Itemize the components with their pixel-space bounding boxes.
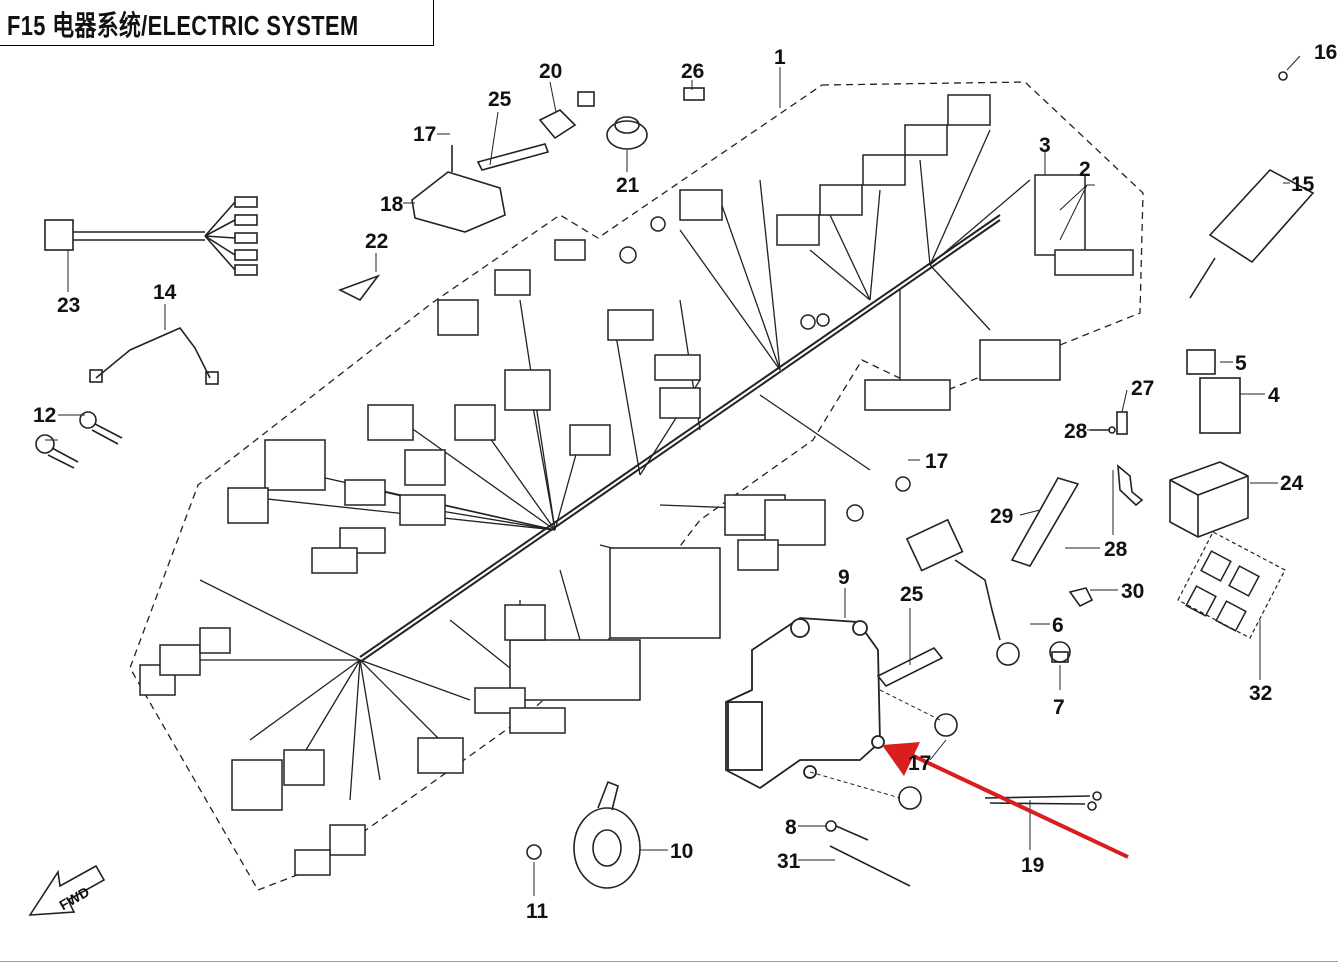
callout-17-top: 17 (413, 123, 436, 146)
part-26-connector (683, 87, 705, 101)
part-14-sensor-cable (89, 327, 219, 385)
part-21-socket (606, 116, 648, 150)
callout-23: 23 (57, 294, 80, 317)
main-harness-trunk (359, 214, 1001, 663)
part-32-label-sheet (1177, 531, 1286, 639)
callout-16: 16 (1314, 41, 1337, 64)
callout-6: 6 (1052, 614, 1064, 637)
part-19-wire (984, 791, 1102, 811)
fwd-arrow (28, 864, 106, 916)
callout-26: 26 (681, 60, 704, 83)
part-10-horn (573, 780, 641, 889)
callout-28-lower: 28 (1104, 538, 1128, 561)
part-12-bolts (35, 411, 123, 469)
part-23-cable (44, 196, 258, 276)
callout-15: 15 (1291, 173, 1315, 196)
part-25-strip (876, 646, 944, 688)
part-9-ecu (725, 617, 885, 790)
callout-9: 9 (838, 566, 850, 589)
callout-22: 22 (365, 230, 388, 253)
callout-31: 31 (777, 850, 801, 873)
part-25-strip-top (476, 143, 550, 171)
part-4-relay (1199, 377, 1241, 434)
part-5-fuse (1186, 349, 1216, 375)
callout-25-right: 25 (900, 583, 924, 606)
part-17-bolt-upper (934, 713, 958, 737)
callout-17-ecu: 17 (908, 752, 931, 775)
part-18-regulator (411, 171, 506, 233)
callout-32: 32 (1249, 682, 1272, 705)
page-title: F15 电器系统/ELECTRIC SYSTEM (7, 10, 359, 41)
red-indicator-arrow (882, 742, 1129, 859)
part-24-battery (1169, 461, 1249, 538)
callout-29: 29 (990, 505, 1013, 528)
callout-4: 4 (1268, 384, 1280, 407)
callout-17-mid: 17 (925, 450, 948, 473)
callout-10: 10 (670, 840, 693, 863)
bottom-divider (0, 961, 1338, 962)
parts-27-28-screws (1090, 411, 1128, 435)
part-17-bolt-lower (898, 786, 922, 810)
callout-1: 1 (774, 46, 786, 69)
ring-terminals (619, 216, 911, 522)
callout-7: 7 (1053, 696, 1065, 719)
callout-25-top: 25 (488, 88, 512, 111)
part-16-o-ring (1278, 71, 1288, 81)
callout-14: 14 (153, 281, 177, 304)
callout-21: 21 (616, 174, 640, 197)
part-30-bracket (1117, 464, 1144, 507)
part-29-strap (1010, 477, 1080, 567)
callout-24: 24 (1280, 472, 1304, 495)
part-30-bracket-lower (1068, 587, 1094, 608)
callout-18: 18 (380, 193, 404, 216)
callout-30: 30 (1121, 580, 1144, 603)
callout-11: 11 (526, 900, 549, 923)
part-15-controller (1189, 169, 1315, 299)
callout-12: 12 (33, 404, 56, 427)
callout-27: 27 (1131, 377, 1154, 400)
callout-3: 3 (1039, 134, 1051, 157)
part-22-bracket (337, 274, 381, 302)
callout-19: 19 (1021, 854, 1044, 877)
callout-8: 8 (785, 816, 797, 839)
part-31-cable-tie (829, 845, 911, 887)
title-box: F15 电器系统/ELECTRIC SYSTEM (0, 0, 434, 46)
part-20-coupler (538, 91, 595, 140)
leader-lines (45, 55, 1301, 896)
part-6-battery-cable (905, 518, 1020, 666)
callout-numbers: 1 2 3 4 5 6 7 8 9 10 11 12 14 15 16 17 1… (33, 41, 1337, 923)
part-7-bolt (1049, 641, 1071, 663)
callout-28-upper: 28 (1064, 420, 1088, 443)
part-11-nut (526, 844, 542, 860)
part-8-bolt (825, 820, 869, 841)
callout-5: 5 (1235, 352, 1247, 375)
callout-2: 2 (1079, 158, 1091, 181)
callout-20: 20 (539, 60, 562, 83)
harness-connectors (139, 94, 1134, 876)
